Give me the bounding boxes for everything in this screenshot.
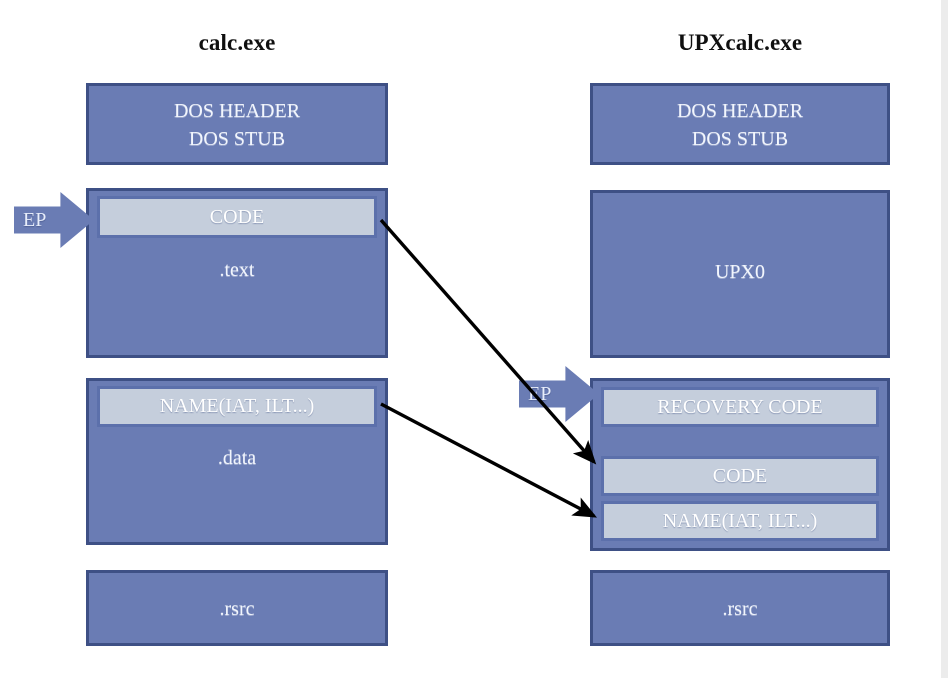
right-name-iat-ilt-subblock[interactable]: NAME(IAT, ILT...): [601, 501, 879, 541]
right-section-dos-header[interactable]: DOS HEADER DOS STUB: [590, 83, 890, 165]
entry-point-label-left: EP: [23, 209, 47, 231]
right-section-upx1[interactable]: RECOVERY CODE CODE NAME(IAT, ILT...): [590, 378, 890, 551]
left-section-dos-header[interactable]: DOS HEADER DOS STUB: [86, 83, 388, 165]
left-dos-header-label: DOS HEADER: [173, 100, 301, 122]
entry-point-label-right: EP: [528, 383, 552, 405]
right-upx0-section-label: UPX0: [714, 261, 765, 283]
right-recovery-code-subblock[interactable]: RECOVERY CODE: [601, 387, 879, 427]
entry-point-arrow-right: EP: [519, 366, 599, 422]
left-rsrc-section-label: .rsrc: [219, 598, 255, 620]
left-file-title: calc.exe: [198, 30, 276, 55]
right-file-title: UPXcalc.exe: [677, 30, 803, 55]
left-code-subblock[interactable]: CODE: [97, 196, 377, 238]
right-section-rsrc[interactable]: .rsrc: [590, 570, 890, 646]
entry-point-arrow-left: EP: [14, 192, 94, 248]
connector-name-to-name: [380, 402, 598, 518]
right-edge-strip: [941, 0, 948, 678]
right-code-subblock[interactable]: CODE: [601, 456, 879, 496]
right-dos-stub-label: DOS STUB: [691, 128, 789, 150]
right-section-upx0[interactable]: UPX0: [590, 190, 890, 358]
left-data-section-label: .data: [217, 447, 257, 469]
left-name-iat-ilt-subblock[interactable]: NAME(IAT, ILT...): [97, 386, 377, 427]
left-section-text[interactable]: CODE .text: [86, 188, 388, 358]
right-rsrc-section-label: .rsrc: [722, 598, 758, 620]
left-dos-stub-label: DOS STUB: [188, 128, 286, 150]
connector-code-to-code: [379, 218, 597, 465]
right-dos-header-label: DOS HEADER: [676, 100, 804, 122]
left-text-section-label: .text: [219, 259, 255, 281]
left-section-data[interactable]: NAME(IAT, ILT...) .data: [86, 378, 388, 545]
left-section-rsrc[interactable]: .rsrc: [86, 570, 388, 646]
